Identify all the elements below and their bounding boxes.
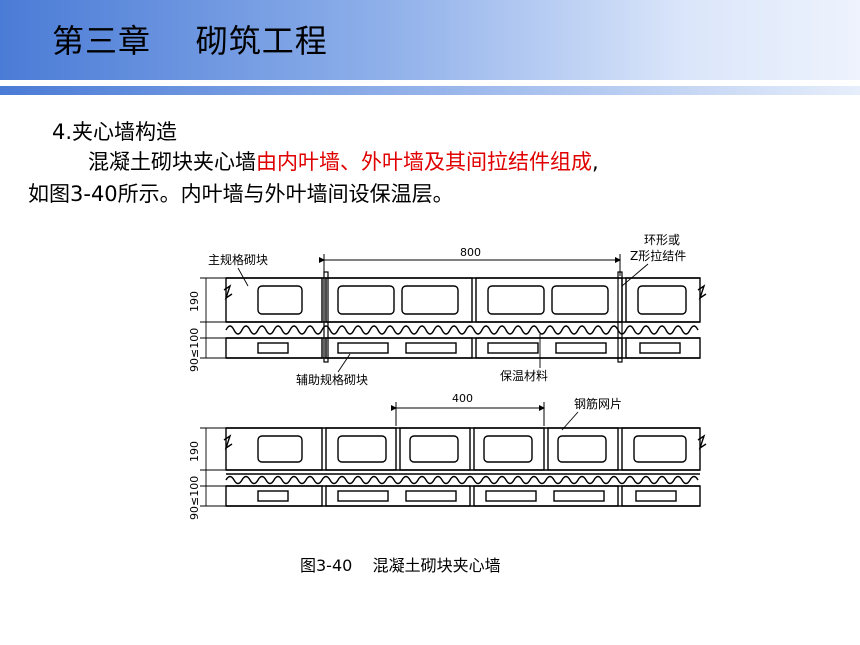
insulation-label: 保温材料	[500, 369, 548, 383]
aux-block-label: 辅助规格砌块	[296, 372, 368, 387]
dim-190-top: 190	[188, 291, 201, 312]
section-heading: 4.夹心墙构造	[52, 120, 178, 144]
para-text-red: 由内叶墙、外叶墙及其间拉结件组成	[256, 150, 592, 174]
dim-800-label: 800	[460, 246, 481, 259]
dim-90-100-bottom: 90≤100	[188, 476, 201, 520]
tie-label-line2: Z形拉结件	[630, 248, 686, 263]
header-band	[0, 0, 860, 80]
dim-90-100-top: 90≤100	[188, 328, 201, 372]
dimension-800	[319, 254, 621, 276]
header-divider	[0, 86, 860, 95]
page-title: 第三章 砌筑工程	[52, 22, 328, 60]
insulation-wave-bottom	[225, 475, 699, 485]
dimension-400	[391, 402, 545, 426]
mesh-label: 钢筋网片	[574, 396, 622, 411]
body-paragraph: 混凝土砌块夹心墙由内叶墙、外叶墙及其间拉结件组成, 如图3-40所示。内叶墙与外…	[28, 146, 828, 210]
figure-caption: 图3-40 混凝土砌块夹心墙	[300, 556, 501, 575]
dim-190-bottom: 190	[188, 441, 201, 462]
para-text-1: 混凝土砌块夹心墙	[88, 150, 256, 174]
cavity-wall-figure: 800 主规格砌块 环形或 Z形拉结件 辅助规格砌块 保温材料 190 90≤1…	[178, 230, 718, 530]
para-text-line2: 如图3-40所示。内叶墙与外叶墙间设保温层。	[28, 182, 454, 206]
dim-400-label: 400	[452, 392, 473, 405]
tie-label-line1: 环形或	[644, 233, 680, 247]
main-block-label: 主规格砌块	[208, 252, 268, 267]
top-wall-plan	[223, 271, 707, 363]
bottom-wall-plan	[223, 427, 707, 507]
insulation-wave-top	[225, 325, 699, 335]
cavity-wall-diagram: 800 主规格砌块 环形或 Z形拉结件 辅助规格砌块 保温材料 190 90≤1…	[188, 233, 707, 520]
para-text-3: ,	[592, 150, 599, 174]
